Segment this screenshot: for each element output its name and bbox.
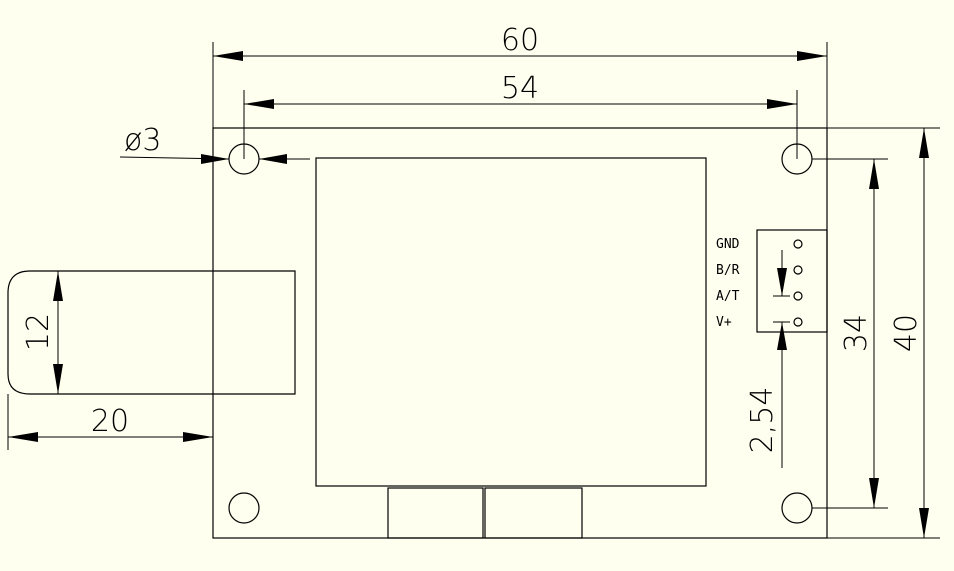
pin-label-at: A/T: [716, 289, 740, 304]
pin-label-vplus: V+: [716, 315, 732, 330]
dim-hole-span-x-label: 54: [501, 71, 539, 106]
dim-board-width-label: 60: [501, 23, 539, 58]
dim-board-height: 40: [827, 127, 940, 539]
dim-hole-span-x: 54: [243, 71, 798, 159]
dim-connector-height: 12: [21, 271, 63, 394]
mounting-hole-bottom-left: [228, 492, 260, 524]
bottom-connector-right: [484, 487, 583, 539]
dim-connector-overhang: 20: [7, 394, 214, 450]
dim-connector-overhang-label: 20: [91, 404, 129, 439]
dim-pin-pitch-label: 2,54: [745, 387, 780, 454]
side-connector: [7, 270, 296, 395]
dim-pin-pitch: 2,54: [745, 250, 790, 468]
pin-header: [756, 229, 828, 333]
pin-hole-gnd: [793, 239, 803, 249]
dim-hole-diameter: ø3: [119, 123, 310, 164]
dim-board-width: 60: [212, 23, 828, 128]
pin-label-gnd: GND: [716, 237, 740, 252]
pin-hole-br: [793, 265, 803, 275]
dim-hole-span-y: 34: [812, 158, 888, 509]
dim-board-height-label: 40: [889, 314, 924, 352]
bottom-connector-left: [387, 487, 484, 539]
dim-hole-diameter-label: ø3: [124, 123, 161, 158]
dim-hole-span-y-label: 34: [839, 314, 874, 352]
module-body: [315, 157, 707, 487]
pin-hole-at: [793, 291, 803, 301]
dim-connector-height-label: 12: [21, 313, 56, 351]
pin-label-br: B/R: [716, 263, 740, 278]
pin-hole-vplus: [793, 317, 803, 327]
